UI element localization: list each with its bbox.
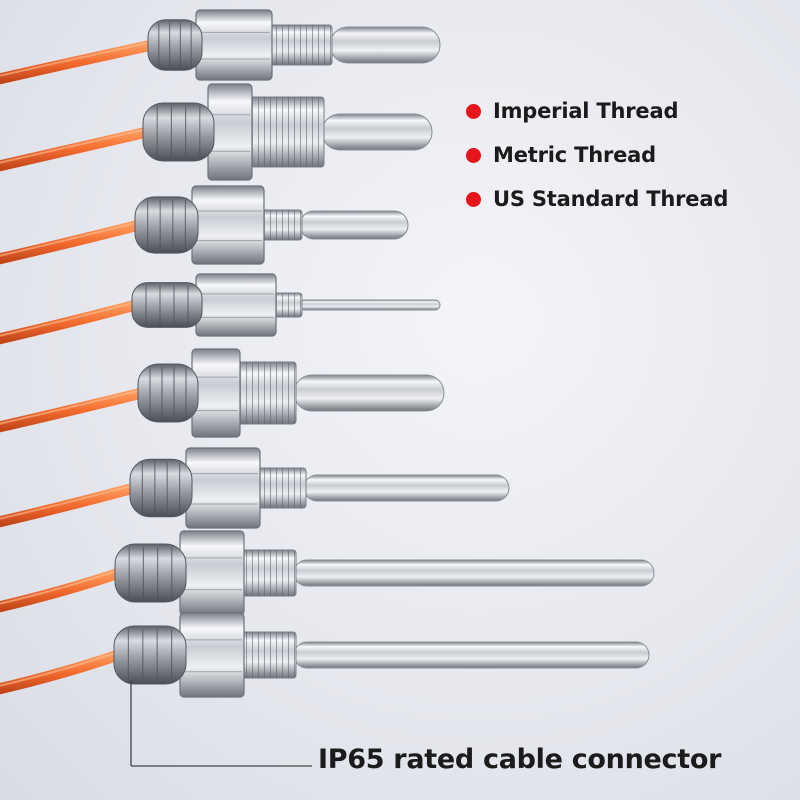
- thread-grooves: [242, 550, 296, 596]
- thread-type-label: Metric Thread: [493, 143, 656, 167]
- orange-cable: [0, 649, 124, 695]
- thread-grooves: [274, 293, 302, 317]
- hex-nut: [195, 273, 277, 337]
- probe-shaft: [293, 559, 655, 587]
- cable-highlight: [0, 389, 143, 425]
- thread-type-item: Metric Thread: [466, 140, 728, 170]
- hex-nut: [191, 185, 265, 265]
- hex-nut: [179, 612, 245, 698]
- thread-grooves: [262, 210, 302, 240]
- cable-gland: [113, 625, 187, 685]
- orange-cable: [0, 219, 145, 265]
- cable-highlight: [0, 221, 140, 257]
- thread-type-label: US Standard Thread: [493, 187, 729, 211]
- orange-cable: [0, 126, 153, 172]
- thread-grooves: [238, 362, 296, 424]
- red-bullet-icon: [466, 103, 481, 119]
- orange-cable: [0, 387, 148, 433]
- red-bullet-icon: [466, 147, 481, 163]
- hex-nut: [207, 83, 253, 181]
- hex-nut: [195, 9, 273, 81]
- cable-gland: [134, 196, 199, 254]
- cable-gland: [114, 543, 187, 603]
- orange-cable: [0, 567, 125, 613]
- orange-cable: [0, 39, 158, 85]
- thread-type-item: Imperial Thread: [466, 96, 728, 126]
- cable-connector-callout: IP65 rated cable connector: [318, 744, 722, 775]
- cable-highlight: [0, 301, 137, 337]
- probe-shaft: [329, 26, 441, 64]
- cable-gland: [142, 102, 215, 162]
- probe-shaft: [299, 299, 441, 311]
- thread-type-item: US Standard Thread: [466, 184, 728, 214]
- cable-gland: [137, 363, 199, 423]
- thread-grooves: [270, 25, 332, 65]
- hex-nut: [179, 530, 245, 616]
- thread-type-list: Imperial Thread Metric Thread US Standar…: [466, 96, 728, 228]
- cable-highlight: [0, 484, 135, 520]
- thread-grooves: [242, 632, 296, 678]
- hex-nut: [185, 447, 261, 529]
- probe-shaft: [321, 113, 433, 151]
- thread-grooves: [250, 97, 324, 167]
- thread-grooves: [258, 468, 306, 508]
- cable-highlight: [0, 128, 148, 164]
- cable-gland: [129, 458, 193, 518]
- thread-type-label: Imperial Thread: [493, 99, 679, 123]
- cable-gland: [131, 282, 203, 328]
- cable-gland: [147, 19, 203, 71]
- probe-shaft: [303, 474, 510, 502]
- red-bullet-icon: [466, 191, 481, 207]
- hex-nut: [191, 348, 241, 438]
- orange-cable: [0, 299, 142, 345]
- orange-cable: [0, 482, 140, 528]
- probe-shaft: [299, 210, 409, 240]
- cable-highlight: [0, 651, 119, 687]
- cable-highlight: [0, 41, 153, 77]
- probe-shaft: [293, 374, 445, 412]
- cable-highlight: [0, 569, 120, 605]
- probe-shaft: [293, 641, 650, 669]
